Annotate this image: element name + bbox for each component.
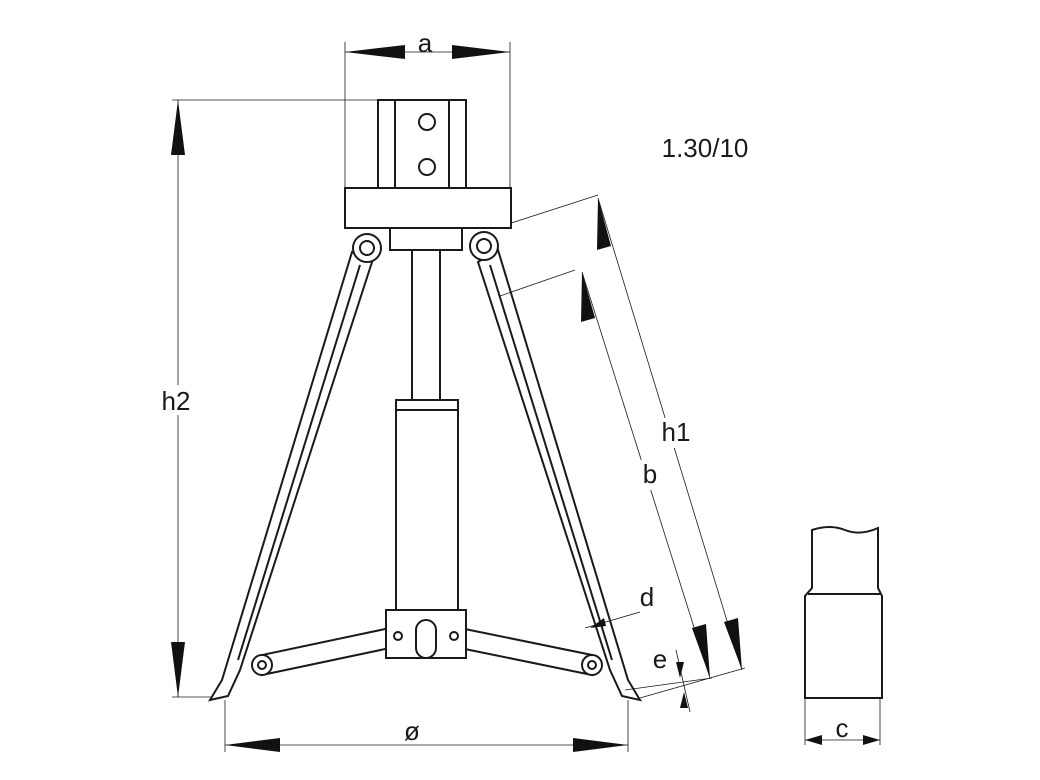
- label-h1: h1: [662, 417, 691, 447]
- label-h2: h2: [162, 386, 191, 416]
- central-spindle: [385, 249, 467, 659]
- model-code: 1.30/10: [662, 133, 749, 163]
- dimension-b: b: [581, 271, 713, 691]
- puller-legs: [207, 194, 643, 702]
- puller-head: [344, 99, 512, 263]
- dimension-h2: h2: [160, 99, 430, 698]
- jaw-detail: c: [804, 526, 883, 745]
- label-c: c: [836, 713, 849, 743]
- label-e: e: [653, 644, 667, 674]
- puller-arms: [251, 626, 603, 677]
- dimension-e: e: [653, 644, 691, 713]
- label-d: d: [640, 582, 654, 612]
- dimension-a: a: [344, 28, 511, 190]
- dimension-h1: h1: [597, 197, 746, 699]
- dimension-diameter: ø: [224, 700, 629, 752]
- label-b: b: [643, 459, 657, 489]
- label-diameter: ø: [404, 716, 420, 746]
- label-a: a: [418, 28, 433, 58]
- dimension-d: d: [584, 582, 654, 629]
